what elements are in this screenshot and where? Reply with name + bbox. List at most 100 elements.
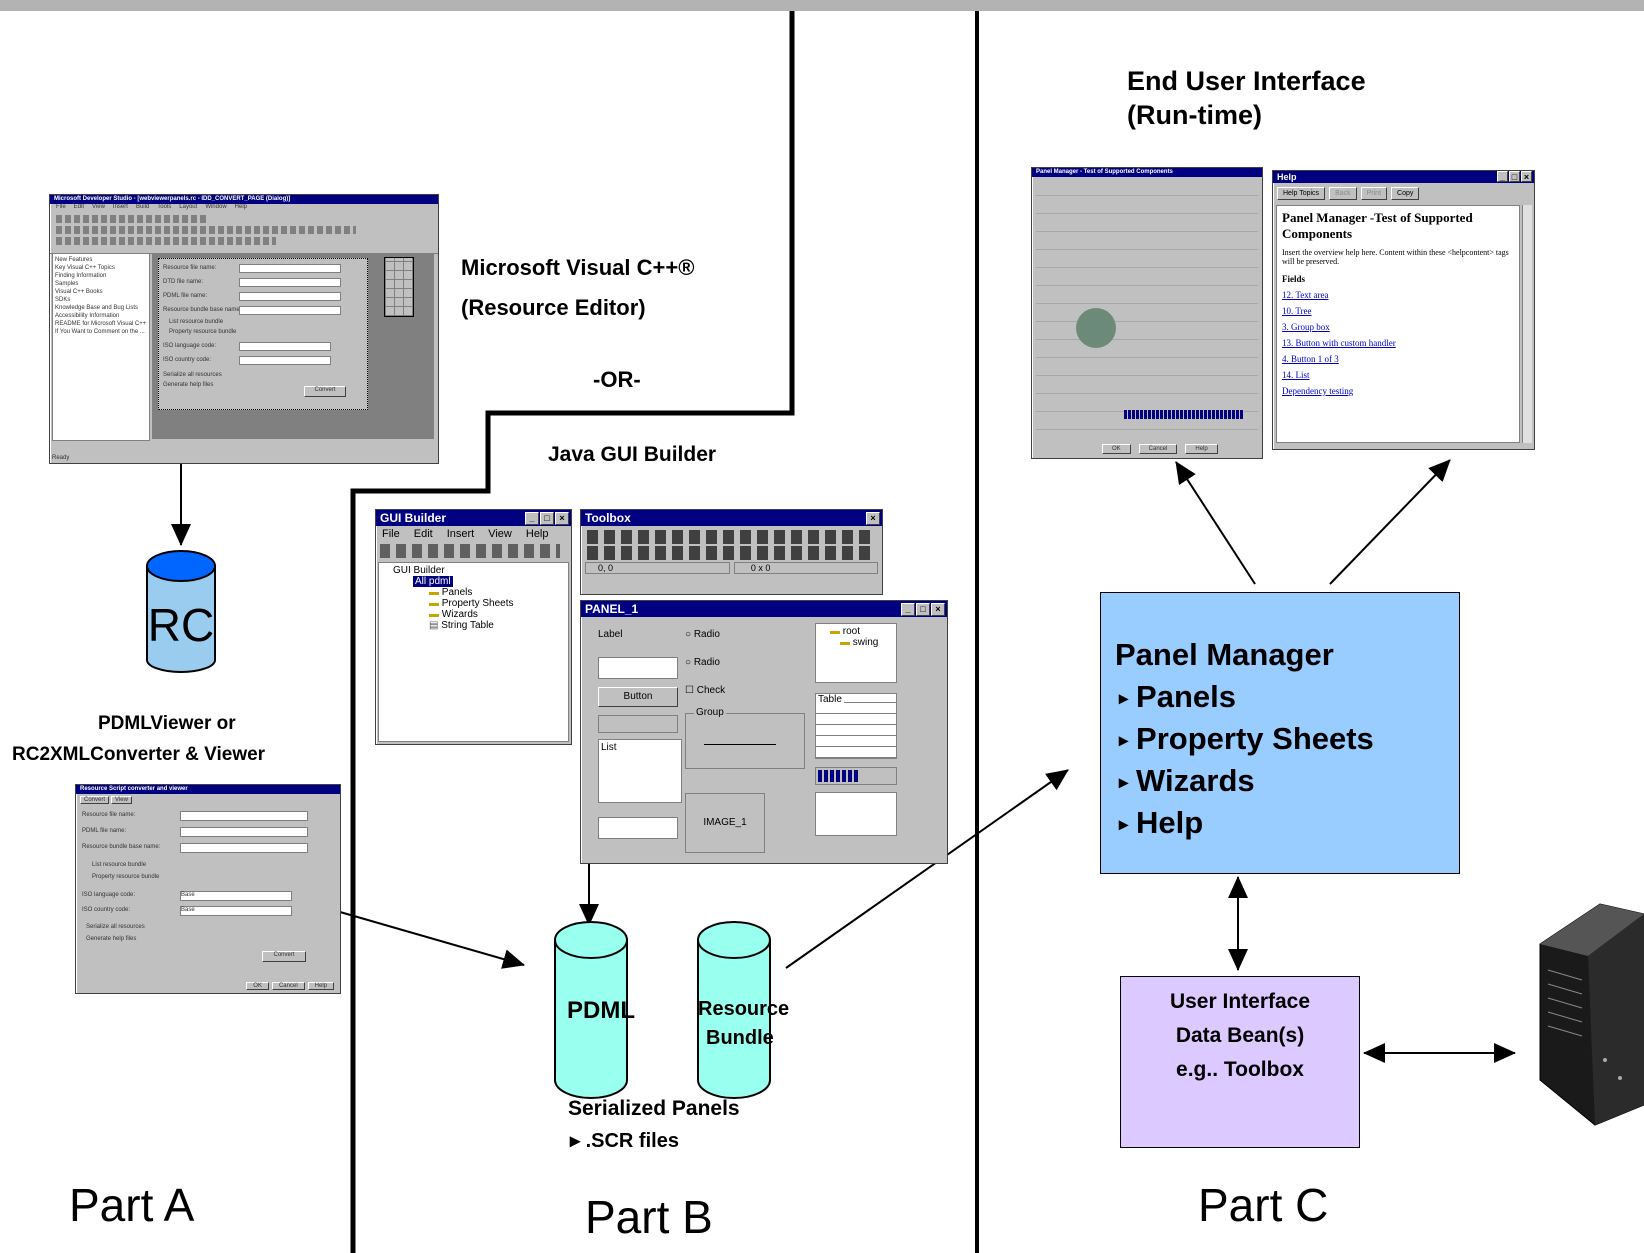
panel1-textfield-2[interactable] bbox=[598, 817, 678, 839]
end-user-subtitle: (Run-time) bbox=[1127, 100, 1262, 130]
help-link-text-area[interactable]: 12. Text area bbox=[1282, 290, 1329, 300]
converter-help-button[interactable]: Help bbox=[307, 982, 334, 990]
rc-label: RC bbox=[148, 599, 214, 651]
arrow-pm-to-runtime-window bbox=[1175, 461, 1256, 585]
tab-convert[interactable]: Convert bbox=[80, 796, 110, 804]
menu-view[interactable]: View bbox=[488, 528, 512, 540]
converter-window: Resource Script converter and viewer Con… bbox=[75, 784, 341, 994]
panel1-radio-2[interactable]: ○ Radio bbox=[685, 657, 720, 668]
panel1-list[interactable]: List bbox=[598, 739, 682, 803]
runtime-buttons: OK Cancel Help bbox=[1102, 444, 1218, 454]
help-link-group-box[interactable]: 3. Group box bbox=[1282, 322, 1330, 332]
help-toolbar: Help Topics Back Print Copy bbox=[1273, 183, 1534, 204]
converter-tabs: Convert View bbox=[76, 794, 340, 806]
panel1-image: IMAGE_1 bbox=[685, 793, 765, 853]
help-link-tree[interactable]: 10. Tree bbox=[1282, 306, 1312, 316]
runtime-titlebar: Panel Manager - Test of Supported Compon… bbox=[1032, 168, 1262, 177]
panel1-tree[interactable]: ▬ root ▬ swing bbox=[815, 623, 897, 683]
help-copy-button[interactable]: Copy bbox=[1391, 187, 1420, 200]
converter-body: Resource file name: PDML file name: Reso… bbox=[76, 806, 340, 976]
language-code-select[interactable]: Base bbox=[180, 891, 292, 901]
resource-editor-label: (Resource Editor) bbox=[461, 295, 646, 320]
menu-insert[interactable]: Insert bbox=[446, 528, 475, 540]
rc2xml-label: RC2XMLConverter & Viewer bbox=[12, 744, 266, 765]
tree-root[interactable]: GUI Builder bbox=[393, 565, 445, 576]
msdev-editor: Resource file name: DTD file name: PDML … bbox=[152, 253, 434, 439]
panel1-label: Label bbox=[598, 629, 623, 640]
help-back-button[interactable]: Back bbox=[1329, 187, 1357, 200]
serialized-label: Serialized Panels bbox=[568, 1097, 740, 1120]
converter-titlebar: Resource Script converter and viewer bbox=[76, 785, 340, 794]
resource-bundle-cylinder bbox=[697, 921, 771, 1099]
converter-footer: OK Cancel Help bbox=[246, 982, 334, 990]
menu-edit[interactable]: Edit bbox=[413, 528, 433, 540]
msdev-controls-palette bbox=[384, 257, 414, 317]
part-a-label: Part A bbox=[69, 1179, 195, 1231]
tab-view[interactable]: View bbox=[111, 796, 132, 804]
pdml-cylinder bbox=[554, 921, 628, 1099]
help-link-list[interactable]: 14. List bbox=[1282, 370, 1310, 380]
msdev-convert-button[interactable]: Convert bbox=[304, 386, 346, 397]
end-user-title: End User Interface bbox=[1127, 66, 1366, 96]
menu-file[interactable]: File bbox=[382, 528, 400, 540]
tree-all-pdml[interactable]: All pdml bbox=[413, 576, 453, 587]
data-bean-line-3: e.g.. Toolbox bbox=[1176, 1058, 1304, 1081]
converter-ok-button[interactable]: OK bbox=[246, 982, 269, 990]
gui-builder-toolbar bbox=[380, 544, 560, 558]
help-topics-button[interactable]: Help Topics bbox=[1277, 187, 1326, 200]
help-link-button[interactable]: 4. Button 1 of 3 bbox=[1282, 354, 1339, 364]
panel1-textfield[interactable] bbox=[598, 657, 678, 679]
panel1-button[interactable]: Button bbox=[598, 687, 678, 707]
help-content: Panel Manager -Test of Supported Compone… bbox=[1276, 205, 1520, 443]
help-heading: Panel Manager -Test of Supported Compone… bbox=[1282, 210, 1473, 241]
menu-help[interactable]: Help bbox=[525, 528, 549, 540]
runtime-help-button[interactable]: Help bbox=[1185, 444, 1218, 454]
tree-property-sheets[interactable]: ▬ Property Sheets bbox=[429, 598, 514, 609]
country-code-select[interactable]: Base bbox=[180, 906, 292, 916]
tree-string-table[interactable]: ▤ String Table bbox=[429, 620, 494, 631]
msdev-titlebar: Microsoft Developer Studio - [webviewerp… bbox=[50, 195, 438, 204]
tree-wizards[interactable]: ▬ Wizards bbox=[429, 609, 478, 620]
panel-manager-item-wizards: ▸Wizards bbox=[1119, 763, 1255, 798]
panel1-textarea[interactable] bbox=[815, 792, 897, 836]
rc-cylinder: RC bbox=[146, 550, 216, 673]
tree-panels[interactable]: ▬ Panels bbox=[429, 587, 473, 598]
converter-cancel-button[interactable]: Cancel bbox=[271, 982, 305, 990]
vc-label: Microsoft Visual C++® bbox=[461, 255, 695, 280]
bundle-name-field[interactable] bbox=[180, 843, 308, 853]
java-gui-label: Java GUI Builder bbox=[548, 443, 717, 466]
resource-file-field[interactable] bbox=[180, 811, 308, 821]
panel1-combo[interactable] bbox=[598, 715, 678, 733]
runtime-cancel-button[interactable]: Cancel bbox=[1138, 444, 1178, 454]
panel1-check[interactable]: ☐ Check bbox=[685, 685, 726, 696]
panel-manager-item-panels: ▸Panels bbox=[1119, 679, 1236, 714]
arrow-pm-to-help-window bbox=[1329, 459, 1451, 585]
panel-manager-title: Panel Manager bbox=[1115, 637, 1334, 672]
bundle-label: Bundle bbox=[706, 1027, 774, 1049]
top-band bbox=[0, 0, 1644, 11]
help-window: Help _□× Help Topics Back Print Copy Pan… bbox=[1272, 170, 1535, 450]
help-link-dependency[interactable]: Dependency testing bbox=[1282, 386, 1354, 396]
gui-builder-tree: GUI Builder All pdml ▬ Panels ▬ Property… bbox=[378, 562, 569, 742]
gui-builder-menubar: File Edit Insert View Help bbox=[376, 526, 571, 542]
panel1-group: Group bbox=[685, 707, 805, 769]
toolbox-row-1 bbox=[587, 530, 872, 544]
panel1-table[interactable]: Table bbox=[815, 693, 897, 759]
panel1-window: PANEL_1 _□× Label Button List ○ Radio ○ … bbox=[580, 600, 948, 864]
gui-builder-window: GUI Builder _□× File Edit Insert View He… bbox=[375, 509, 572, 745]
part-b-label: Part B bbox=[585, 1191, 713, 1243]
help-body-text: Insert the overview help here. Content w… bbox=[1282, 248, 1509, 266]
toolbox-row-2 bbox=[587, 546, 872, 560]
runtime-ok-button[interactable]: OK bbox=[1102, 444, 1131, 454]
help-link-custom-handler[interactable]: 13. Button with custom handler bbox=[1282, 338, 1396, 348]
panel1-radio-1[interactable]: ○ Radio bbox=[685, 629, 720, 640]
pdml-file-field[interactable] bbox=[180, 827, 308, 837]
converter-convert-button[interactable]: Convert bbox=[262, 951, 306, 962]
help-print-button[interactable]: Print bbox=[1360, 187, 1388, 200]
help-scrollbar[interactable] bbox=[1522, 205, 1532, 443]
runtime-progress bbox=[1124, 410, 1244, 419]
